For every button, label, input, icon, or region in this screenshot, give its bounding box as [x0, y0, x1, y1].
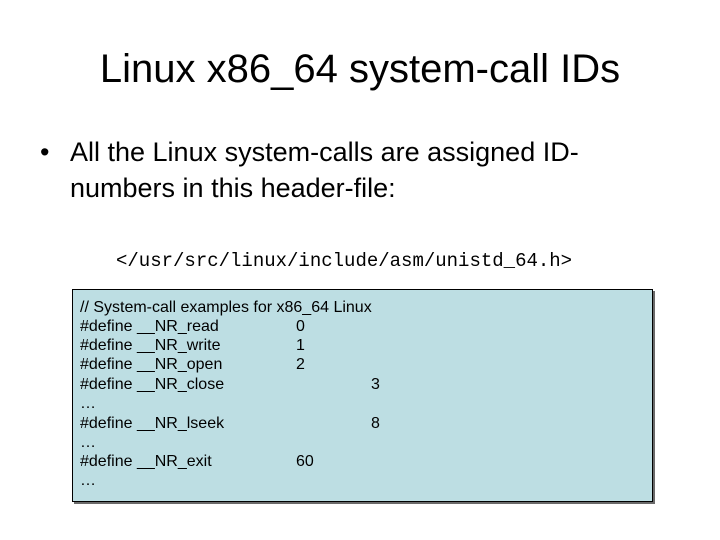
code-text: …	[80, 472, 96, 489]
code-text: // System-call examples for x86_64 Linux	[80, 299, 372, 316]
code-value: 3	[371, 376, 380, 393]
code-text: #define __NR_exit	[80, 453, 212, 470]
code-value: 1	[296, 337, 305, 354]
slide-title: Linux x86_64 system-call IDs	[99, 47, 621, 91]
code-text: #define __NR_lseek	[80, 415, 225, 432]
bullet-text: All the Linux system-calls are assigned …	[70, 137, 579, 203]
code-text: #define __NR_close	[80, 376, 225, 393]
code-value: 60	[296, 453, 314, 470]
code-value: 2	[296, 356, 305, 373]
code-text: #define __NR_write	[80, 337, 221, 354]
code-value: 8	[371, 415, 380, 432]
code-text: …	[80, 395, 96, 412]
code-text: #define __NR_read	[80, 318, 219, 335]
code-text: …	[80, 434, 96, 451]
header-file-path: </usr/src/linux/include/asm/unistd_64.h>	[116, 250, 573, 272]
code-box: // System-call examples for x86_64 Linux…	[72, 289, 653, 502]
code-text: #define __NR_open	[80, 356, 223, 373]
bullet-item: • All the Linux system-calls are assigne…	[40, 134, 680, 206]
bullet-marker: •	[40, 137, 50, 167]
code-value: 0	[296, 318, 305, 335]
